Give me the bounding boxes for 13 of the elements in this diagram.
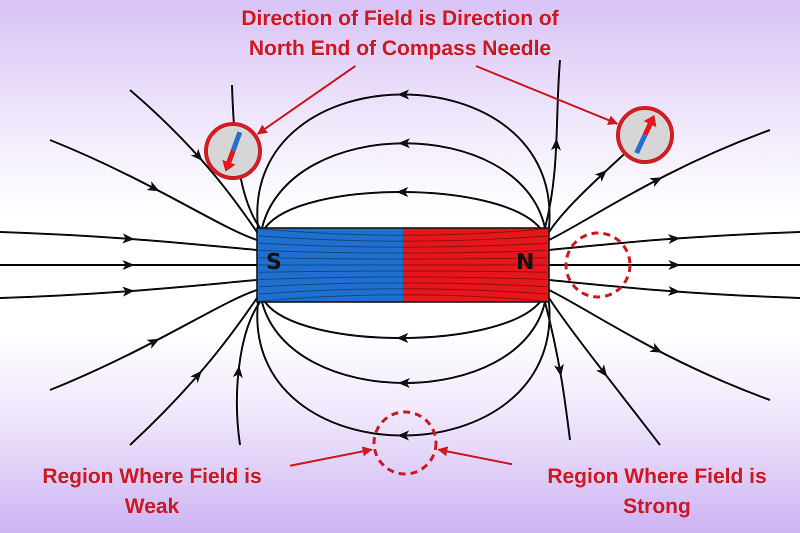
pole-label: S [266,250,282,275]
compass-icon [204,122,262,180]
dashed-circle [564,232,632,298]
caption-text: Region Where Field is Weak [14,462,290,522]
compass-icon [616,106,674,164]
arrow [476,65,618,125]
arrow [437,446,512,466]
arrow [256,65,356,135]
arrow [290,446,373,467]
dashed-circle [372,410,438,476]
caption-text: Direction of Field is Direction of North End of Compass Needle [220,4,580,64]
caption-text: Region Where Field is Strong [512,462,800,522]
pole-label: N [516,250,534,275]
